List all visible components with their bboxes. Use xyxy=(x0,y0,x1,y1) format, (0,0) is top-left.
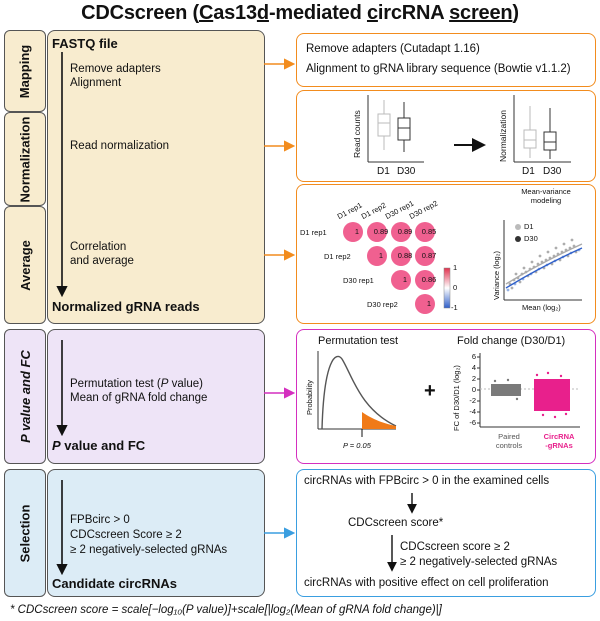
step-read-normalization: Read normalization xyxy=(70,140,170,152)
stage-mapping: Mapping xyxy=(4,30,46,112)
step-permutation-test: Permutation test (P value) xyxy=(70,378,203,390)
candidate-circrnas: Candidate circRNAs xyxy=(52,576,177,591)
fc-ytick: 6 xyxy=(471,352,476,361)
fc-ytick: 2 xyxy=(471,374,476,383)
selection-fpbcirc-line: circRNAs with FPBcirc > 0 in the examine… xyxy=(304,475,550,487)
norm-label-d30: D30 xyxy=(397,166,416,177)
corr-cell: 1 xyxy=(378,251,384,260)
stage-selection: Selection xyxy=(4,469,46,597)
normalization-boxplots xyxy=(367,95,571,163)
criterion-fpbcirc: FPBcirc > 0 xyxy=(70,514,130,526)
corr-row-label-2: D30 rep1 xyxy=(343,276,374,285)
corr-cell: 0.88 xyxy=(397,251,413,260)
corr-row-label-0: D1 rep1 xyxy=(300,228,327,237)
pvalue-and-fc-output: P value and FC xyxy=(52,438,146,453)
corr-cell: 0.89 xyxy=(397,227,413,236)
selection-final-line: circRNAs with positive effect on cell pr… xyxy=(304,577,549,589)
mapping-detail-box xyxy=(296,33,596,87)
permutation-and-fc-plots xyxy=(317,351,580,437)
selection-score-step: CDCscreen score* xyxy=(348,517,444,529)
step-mean-fold-change: Mean of gRNA fold change xyxy=(70,392,208,404)
selection-detail-box xyxy=(296,469,596,597)
step-alignment: Alignment xyxy=(70,77,122,89)
fc-y-axis-label: FC of D30/D1 (log₂) xyxy=(452,365,461,431)
norm-label-d1-after: D1 xyxy=(522,166,535,177)
normalized-gRNA-reads: Normalized gRNA reads xyxy=(52,299,200,314)
left-panel-selection xyxy=(47,469,265,597)
corr-row-label-1: D1 rep2 xyxy=(324,252,351,261)
normalization-detail-box xyxy=(296,90,596,182)
probability-axis-label: Probability xyxy=(305,379,314,415)
fc-ytick: 0 xyxy=(471,385,476,394)
step-and-average: and average xyxy=(70,255,134,267)
fold-change-title: Fold change (D30/D1) xyxy=(457,335,566,347)
corr-row-label-3: D30 rep2 xyxy=(367,300,398,309)
stage-normalization: Normalization xyxy=(4,112,46,206)
left-panel-processing xyxy=(47,30,265,324)
mv-legend-d1: D1 xyxy=(524,222,534,231)
selection-flow-arrows xyxy=(387,493,417,572)
selection-criterion-score: CDCscreen score ≥ 2 xyxy=(400,541,510,553)
step-correlation: Correlation xyxy=(70,241,127,253)
colorbar-min: -1 xyxy=(451,303,458,312)
mv-x-axis-label: Mean (log₂) xyxy=(522,303,561,312)
fastq-file-label: FASTQ file xyxy=(52,36,118,51)
step-remove-adapters: Remove adapters xyxy=(70,63,161,75)
corr-cell: 0.86 xyxy=(421,275,437,284)
criterion-score: CDCscreen Score ≥ 2 xyxy=(70,529,182,541)
criterion-negative-grnas: ≥ 2 negatively-selected gRNAs xyxy=(70,544,228,556)
diagram-title: CDCscreen (Cas13d-mediated circRNA scree… xyxy=(81,2,519,24)
norm-label-d30-after: D30 xyxy=(543,166,562,177)
selection-criterion-neg: ≥ 2 negatively-selected gRNAs xyxy=(400,556,558,568)
corr-cell: 1 xyxy=(402,275,408,284)
mapping-tool-bowtie: Alignment to gRNA library sequence (Bowt… xyxy=(306,63,571,75)
fc-ytick: -2 xyxy=(469,396,476,405)
normalization-axis-label: Normalization xyxy=(498,110,508,162)
colorbar-max: 1 xyxy=(453,263,458,272)
fc-ytick: -6 xyxy=(469,418,476,427)
permutation-test-title: Permutation test xyxy=(318,335,399,347)
corr-cell: 1 xyxy=(426,299,432,308)
plus-sign: + xyxy=(424,380,436,402)
stage-pvalue-fc: P value and FC xyxy=(4,329,46,464)
fc-category-circrna: CircRNA-gRNAs xyxy=(543,432,575,450)
read-counts-axis-label: Read counts xyxy=(352,110,362,158)
corr-cell: 1 xyxy=(354,227,360,236)
fc-ytick: 4 xyxy=(471,363,476,372)
colorbar-mid: 0 xyxy=(453,283,458,292)
mv-legend-d30: D30 xyxy=(524,234,538,243)
correlation-matrix xyxy=(343,220,583,314)
corr-cell: 0.89 xyxy=(373,227,389,236)
left-panel-pvalue xyxy=(47,329,265,464)
corr-cell: 0.87 xyxy=(421,251,437,260)
mapping-tool-cutadapt: Remove adapters (Cutadapt 1.16) xyxy=(306,43,480,55)
stage-average: Average xyxy=(4,206,46,324)
footnote-score-formula: * CDCscreen score = scale[−log₁₀(P value… xyxy=(10,604,442,616)
p-threshold-label: P = 0.05 xyxy=(343,441,371,450)
mv-y-axis-label: Variance (log₂) xyxy=(492,250,501,300)
norm-label-d1: D1 xyxy=(377,166,390,177)
fc-ytick: -4 xyxy=(469,407,476,416)
corr-cell: 0.85 xyxy=(421,227,437,236)
